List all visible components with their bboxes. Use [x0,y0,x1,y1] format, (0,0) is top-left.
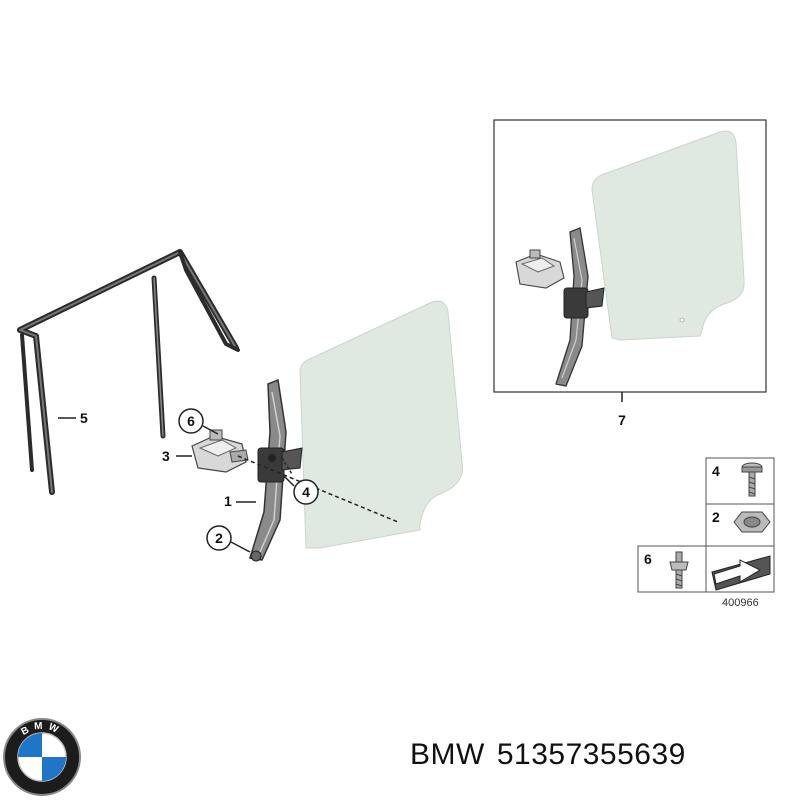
callout-6: 6 [187,413,195,429]
callout-7: 7 [618,412,626,428]
window-regulator-part-1 [249,378,303,562]
bmw-logo: BMW [3,718,81,796]
diagram-reference-number: 400966 [722,597,759,609]
callout-circle-6 [178,408,204,434]
arrow-plate-icon [711,555,771,591]
legend-number-4: 4 [712,463,720,479]
part-number: 51357355639 [496,738,686,771]
callout-circle-4 [293,479,319,505]
callout-4: 4 [302,484,310,500]
window-motor-part-3 [191,429,249,473]
screw-icon [741,462,763,497]
assembly-inset-content [515,130,745,387]
door-seal-part-5 [17,249,240,495]
callout-3: 3 [162,448,170,464]
door-glass [299,300,464,549]
callout-2: 2 [215,530,223,546]
legend-number-6: 6 [644,551,652,567]
callout-1: 1 [224,493,232,509]
brand-name: BMW [410,738,485,771]
stud-bolt-icon [669,551,689,589]
callout-circle-2 [206,525,232,551]
brand-part-line: BMW 51357355639 [410,738,698,772]
legend-number-2: 2 [712,509,720,525]
callout-5: 5 [80,410,88,426]
fastener-legend [637,457,775,593]
nut-icon [733,511,771,533]
